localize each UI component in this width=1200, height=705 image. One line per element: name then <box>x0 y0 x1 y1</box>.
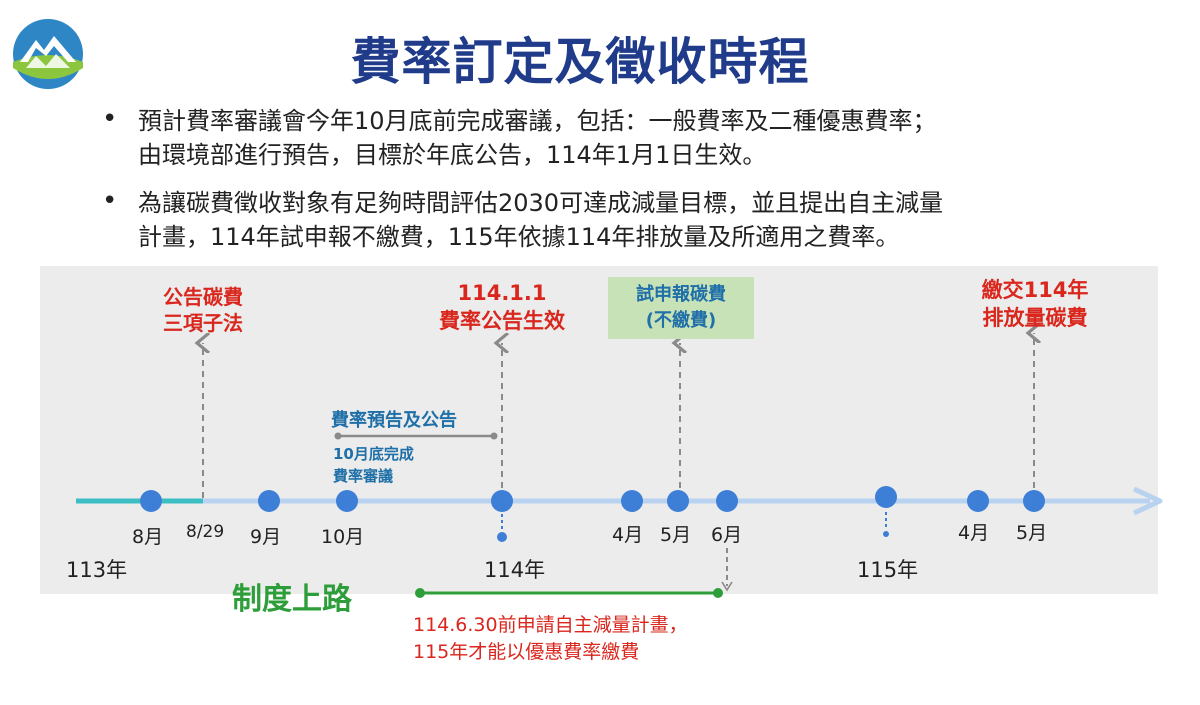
bottom-note: 114.6.30前申請自主減量計畫， 115年才能以優惠費率繳費 <box>413 612 743 666</box>
callout-effective: 114.1.1 費率公告生效 <box>416 279 588 335</box>
callout-line: 費率公告生效 <box>439 309 565 333</box>
year-label-115: 115年 <box>857 558 919 582</box>
month-label-829: 8/29 <box>186 522 225 542</box>
month-label-apr114: 4月 <box>612 524 644 546</box>
timeline-panel <box>40 266 1158 594</box>
dot-may115 <box>1023 490 1045 512</box>
bullet-marker: • <box>102 186 118 216</box>
dot-114 <box>491 490 513 512</box>
month-label-jun114: 6月 <box>711 524 743 546</box>
month-label-sep: 9月 <box>250 526 282 548</box>
preannounce-start-dot <box>334 432 342 440</box>
launch-label: 制度上路 <box>232 582 352 617</box>
callout-trial-box: 試申報碳費 (不繳費) <box>608 277 754 339</box>
note-line: 114.6.30前申請自主減量計畫， <box>413 614 688 636</box>
callout-line: 三項子法 <box>163 311 243 335</box>
year-label-113: 113年 <box>66 558 128 582</box>
preannounce-end-dot <box>490 432 498 440</box>
bullet-line: 預計費率審議會今年10月底前完成審議，包括：一般費率及二種優惠費率； <box>138 107 937 135</box>
dot-oct <box>336 490 358 512</box>
note-line: 115年才能以優惠費率繳費 <box>413 641 640 663</box>
year-tick-114-dot <box>497 532 507 542</box>
callout-line: 排放量碳費 <box>982 306 1088 330</box>
callout-pay: 繳交114年 排放量碳費 <box>960 276 1110 332</box>
timeline-arrowhead-icon <box>1132 486 1163 516</box>
dot-may114 <box>667 490 689 512</box>
callout-announce-law: 公告碳費 三項子法 <box>148 284 258 336</box>
callout-line: 公告碳費 <box>163 285 243 309</box>
dot-sep <box>258 490 280 512</box>
callout-line: 繳交114年 <box>981 278 1089 302</box>
month-label-apr115: 4月 <box>958 522 990 544</box>
review-label: 10月底完成 費率審議 <box>333 443 414 487</box>
dot-jun114 <box>716 490 738 512</box>
month-label-aug: 8月 <box>132 526 164 548</box>
dot-apr114 <box>621 490 643 512</box>
arrow-jun-down-head-icon <box>721 581 733 592</box>
bullet-line: 為讓碳費徵收對象有足夠時間評估2030可達成減量目標，並且提出自主減量 <box>138 189 944 217</box>
launch-start-dot <box>415 588 425 598</box>
bullet-line: 計畫，114年試申報不繳費，115年依據114年排放量及所適用之費率。 <box>138 223 900 251</box>
callout-line: (不繳費) <box>645 310 717 331</box>
callout-line: 114.1.1 <box>457 281 547 305</box>
review-line: 費率審議 <box>333 467 394 485</box>
year-tick-115-dot <box>883 531 889 537</box>
dot-apr115 <box>967 490 989 512</box>
dot-115 <box>875 486 897 508</box>
environment-ministry-logo-icon <box>13 19 83 89</box>
preannounce-label: 費率預告及公告 <box>331 410 457 431</box>
dot-aug <box>140 490 162 512</box>
page-title: 費率訂定及徵收時程 <box>350 33 810 91</box>
launch-end-dot <box>713 588 723 598</box>
month-label-may115: 5月 <box>1016 522 1048 544</box>
bullet-line: 由環境部進行預告，目標於年底公告，114年1月1日生效。 <box>138 141 767 169</box>
review-line: 10月底完成 <box>333 445 414 463</box>
bullet-marker: • <box>102 104 118 134</box>
month-label-may114: 5月 <box>660 524 692 546</box>
month-label-oct: 10月 <box>321 526 365 548</box>
year-label-114: 114年 <box>484 558 546 582</box>
callout-line: 試申報碳費 <box>636 284 726 305</box>
